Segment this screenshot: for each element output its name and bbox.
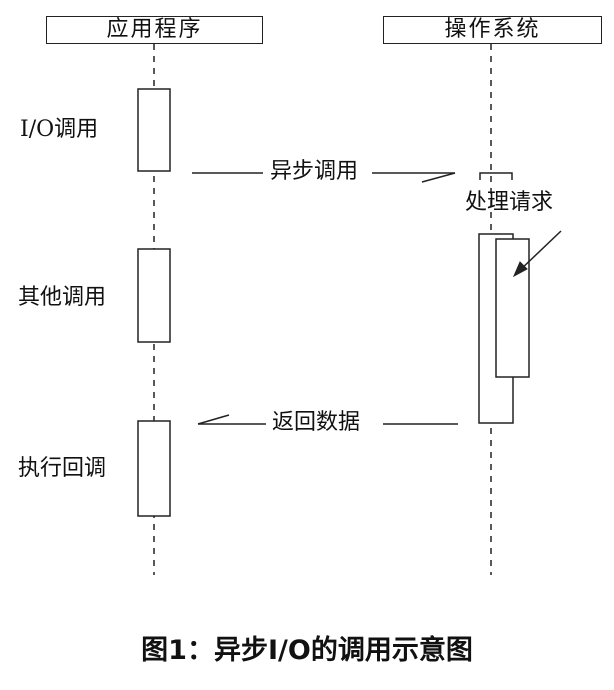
async-call-arrowhead bbox=[421, 172, 456, 183]
process-request-label: 处理请求 bbox=[465, 190, 554, 215]
app-activation-exec-callback bbox=[137, 420, 171, 517]
return-data-label: 返回数据 bbox=[268, 410, 365, 436]
os-activation-inner bbox=[495, 238, 530, 378]
exec-callback-label: 执行回调 bbox=[18, 456, 107, 481]
app-lifeline-title: 应用程序 bbox=[46, 16, 263, 44]
process-request-pointer bbox=[517, 230, 562, 273]
os-lifeline-title: 操作系统 bbox=[383, 16, 602, 44]
other-call-label: 其他调用 bbox=[18, 285, 107, 310]
app-activation-io-call bbox=[137, 88, 171, 172]
os-receive-bracket bbox=[479, 172, 513, 180]
io-call-label: I/O调用 bbox=[20, 117, 99, 142]
figure-caption: 图1：异步I/O的调用示意图 bbox=[141, 635, 473, 666]
process-request-pointer-head bbox=[512, 261, 528, 278]
return-data-arrowhead bbox=[197, 414, 230, 425]
app-activation-other-call bbox=[137, 248, 171, 343]
async-call-label: 异步调用 bbox=[266, 159, 363, 185]
